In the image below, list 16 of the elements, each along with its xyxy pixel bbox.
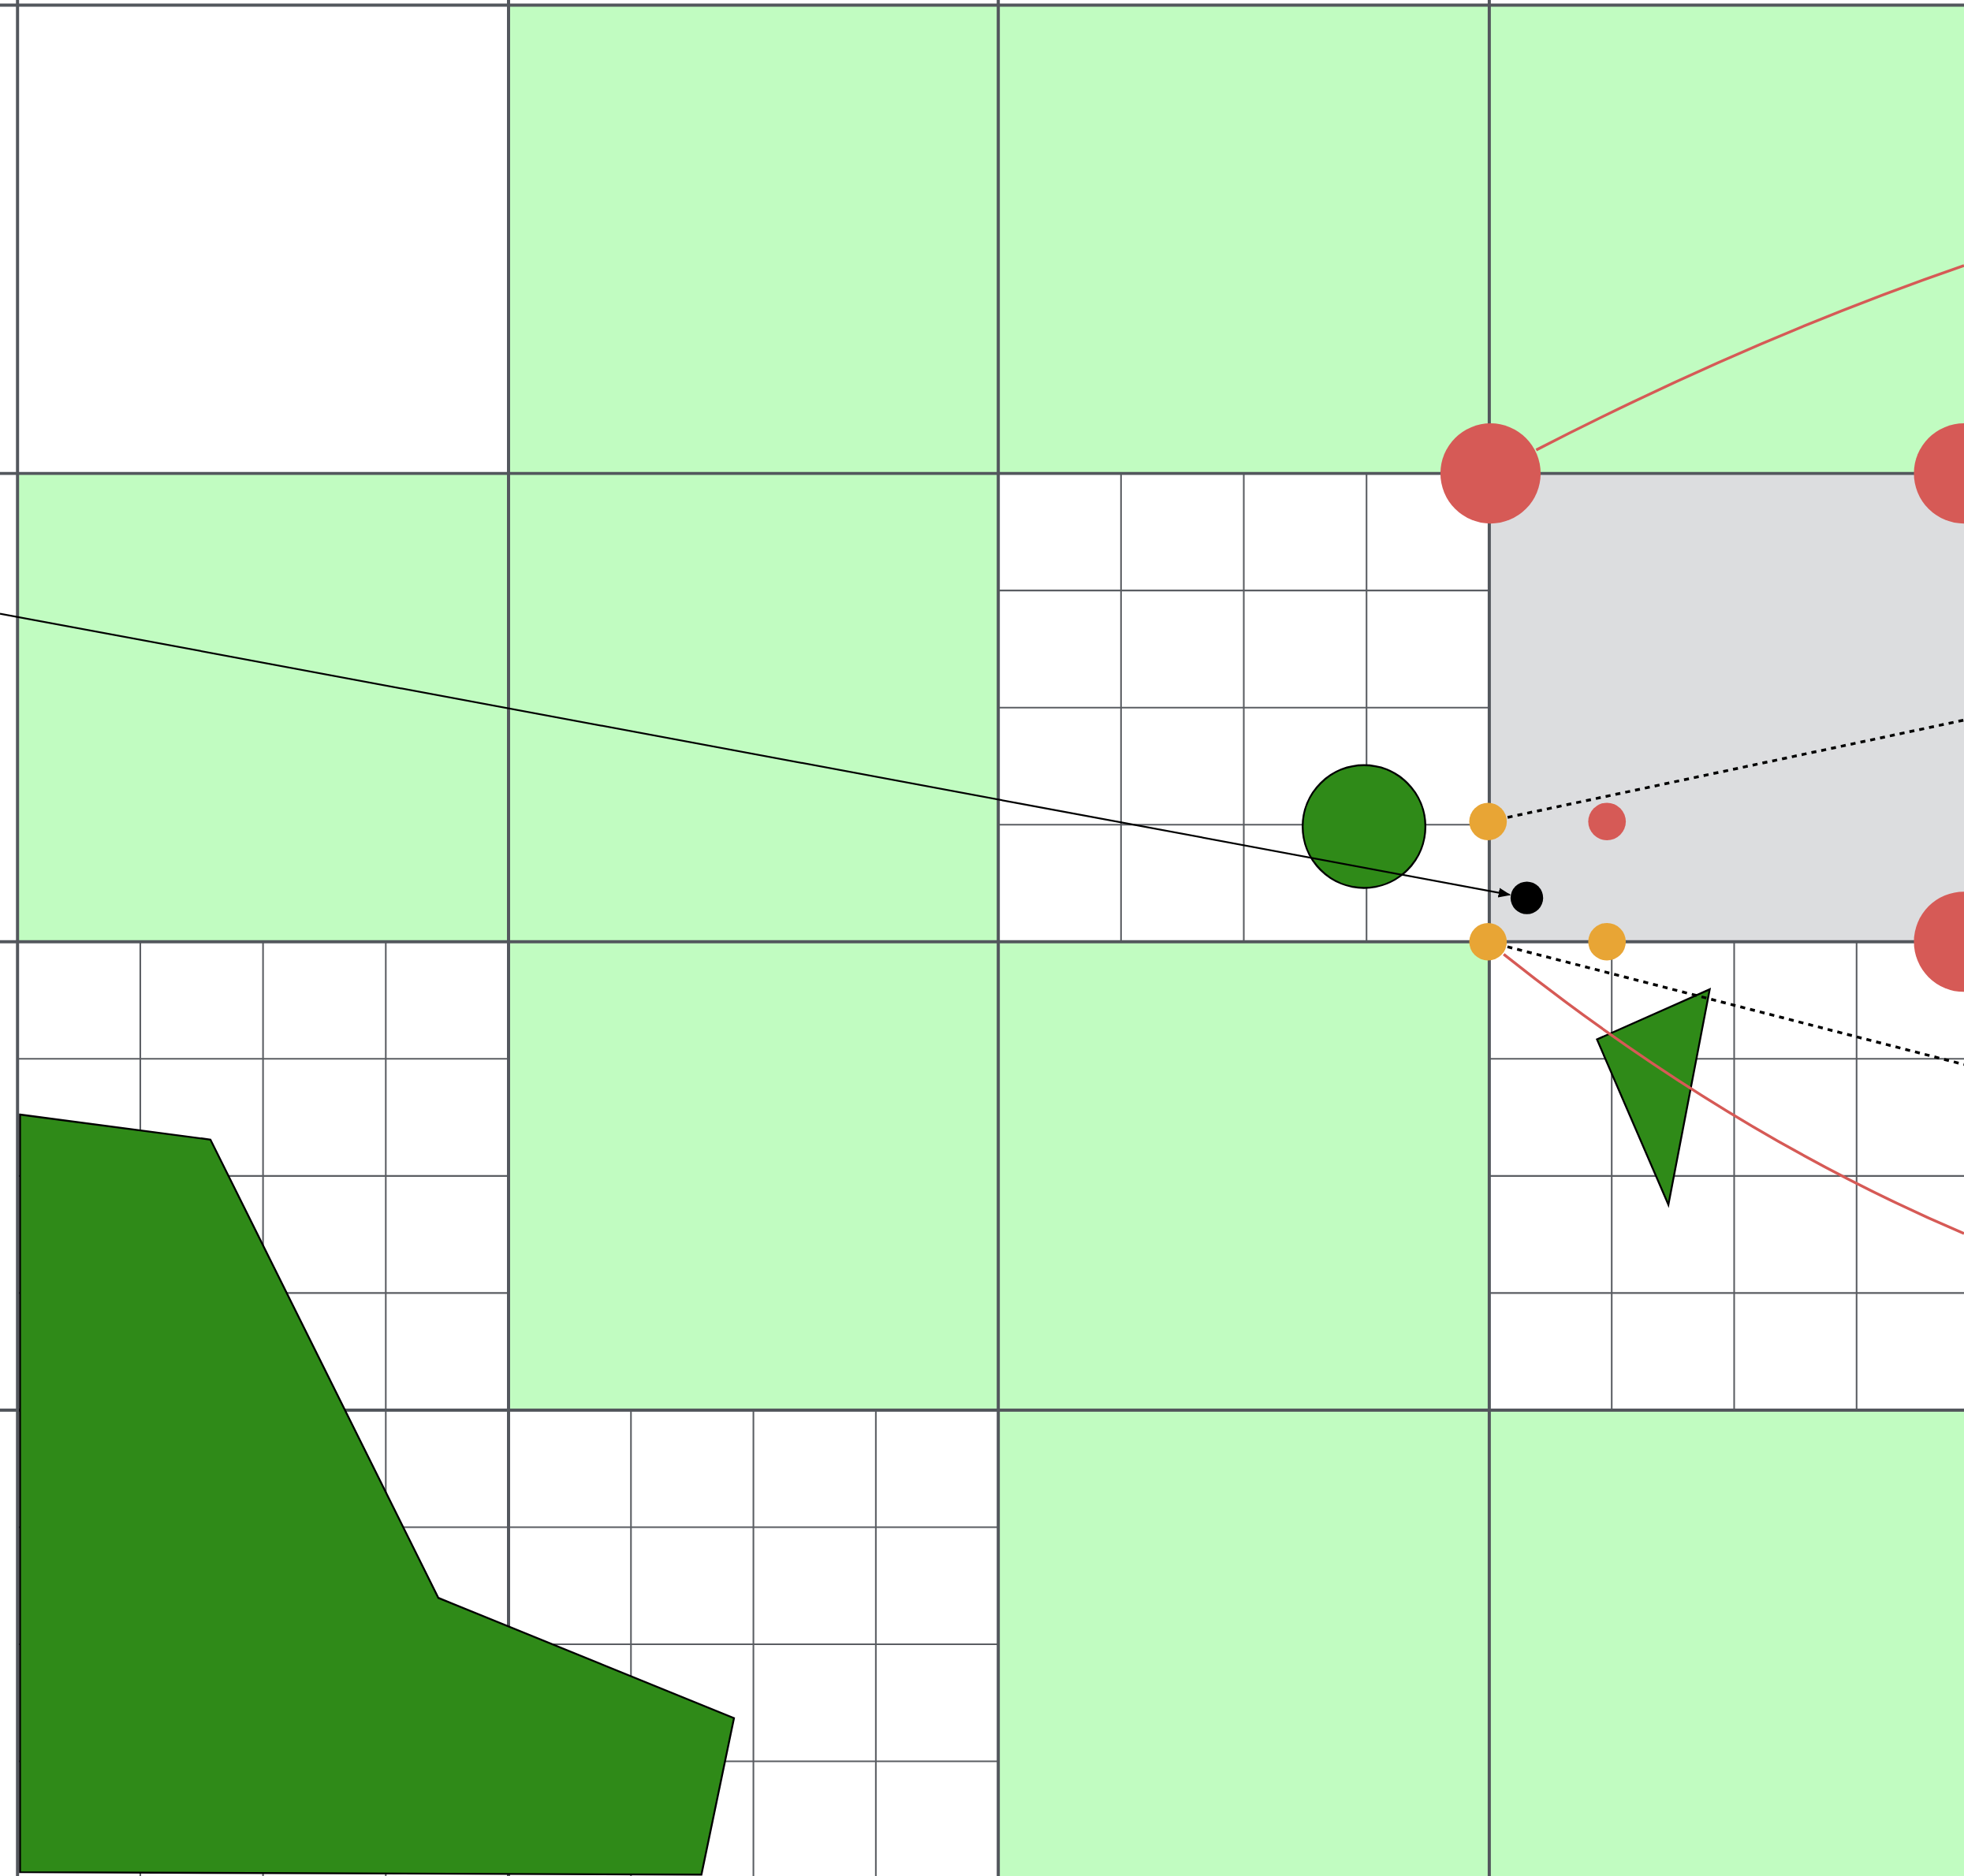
point-marker <box>1469 802 1507 841</box>
point-marker <box>1469 922 1507 961</box>
region-polygon <box>19 1113 736 1876</box>
vertex-marker <box>1440 423 1541 524</box>
arrow <box>0 612 1511 898</box>
point-marker <box>1588 802 1627 841</box>
point-marker <box>1510 881 1544 914</box>
connector-line <box>1535 264 1964 452</box>
dotted-line <box>1507 945 1964 1066</box>
vertex-marker <box>1914 891 1964 992</box>
triangle-shape <box>1595 988 1712 1208</box>
vertex-marker <box>1914 423 1964 524</box>
dotted-line <box>1507 718 1964 819</box>
connector-line <box>1503 953 1964 1235</box>
circle-shape <box>1302 764 1427 889</box>
point-marker <box>1588 922 1627 961</box>
